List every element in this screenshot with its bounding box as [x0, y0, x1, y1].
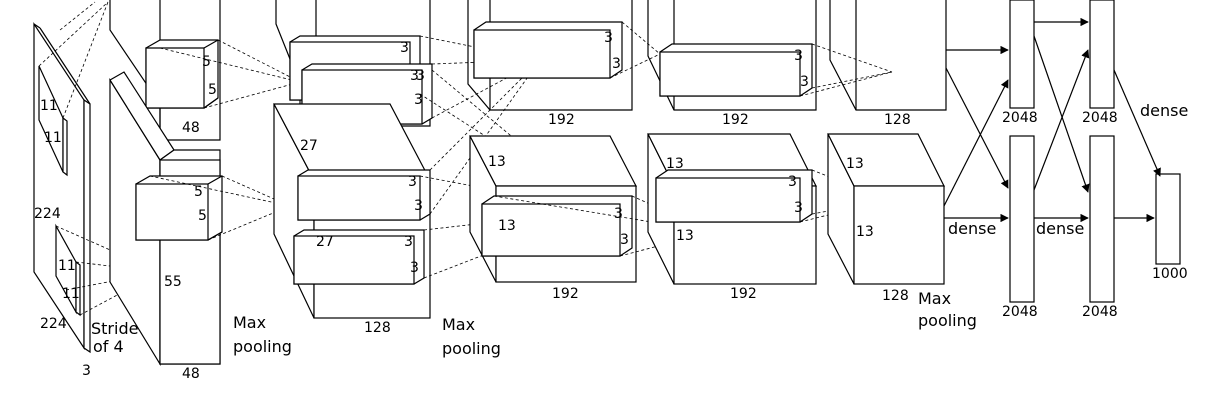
conv1-kernel-label: 5: [194, 184, 203, 200]
conv2-kernel-label: 3: [416, 68, 425, 84]
conv5-side-label: 13: [846, 156, 864, 172]
conv3-depth-top-label: 192: [548, 112, 575, 128]
kernel-size-label: 11: [40, 98, 58, 114]
fc6-to-fc7-arrows: [1033, 17, 1090, 223]
conv3-kernel-label: 3: [604, 30, 613, 46]
conv3-bottom-volume: [469, 135, 637, 283]
conv2-kernel-label: 3: [400, 40, 409, 56]
maxpool1-label: Max pooling: [233, 313, 292, 356]
conv4-kernel-label: 3: [800, 74, 809, 90]
conv2-kernel-label: 3: [410, 260, 419, 276]
conv3-side-label: 13: [498, 218, 516, 234]
conv5-bottom-volume: [827, 133, 945, 285]
conv4-side-label: 13: [666, 156, 684, 172]
conv4-bottom-volume: [647, 133, 817, 285]
kernel-size-label: 11: [58, 258, 76, 274]
fc7-top: [1089, 0, 1115, 109]
conv2-kernel-label: 3: [404, 234, 413, 250]
fc7-bottom-label: 2048: [1082, 304, 1118, 320]
conv2-kernel-label: 3: [410, 68, 419, 84]
conv1-depth-bottom-label: 48: [182, 366, 200, 382]
maxpool3-label: Max pooling: [918, 289, 977, 330]
conv5-depth-bottom-label: 128: [882, 288, 909, 304]
conv4-side-label: 13: [676, 228, 694, 244]
conv5-to-fc6-arrows: [943, 45, 1009, 223]
kernel-size-label: 11: [62, 286, 80, 302]
conv1-kernel-label: 5: [198, 208, 207, 224]
dense-label: dense: [948, 219, 996, 238]
dense-label: dense: [1036, 219, 1084, 238]
conv5-depth-top-label: 128: [884, 112, 911, 128]
conv2-side-label: 27: [316, 234, 334, 250]
conv3-kernel-label: 3: [620, 232, 629, 248]
conv4-depth-bottom-label: 192: [730, 286, 757, 302]
conv1-bottom-volume: [109, 71, 223, 367]
fc6-bottom: [1009, 135, 1035, 303]
conv2-kernel-label: 3: [414, 92, 423, 108]
conv1-depth-top-label: 48: [182, 120, 200, 136]
dense-label: dense: [1140, 101, 1188, 120]
fc6-top: [1009, 0, 1035, 109]
fc6-top-label: 2048: [1002, 110, 1038, 126]
conv3-depth-bottom-label: 192: [552, 286, 579, 302]
conv4-depth-top-label: 192: [722, 112, 749, 128]
conv1-kernel-label: 5: [208, 82, 217, 98]
conv5-top-volume: [829, 0, 947, 111]
conv4-kernel-label: 3: [788, 174, 797, 190]
fc6-bottom-label: 2048: [1002, 304, 1038, 320]
conv2-kernel-label: 3: [408, 174, 417, 190]
stride-label: Stride of 4: [91, 319, 144, 356]
fc7-top-label: 2048: [1082, 110, 1118, 126]
output-label: 1000: [1152, 266, 1188, 282]
input-volume: [33, 21, 91, 354]
input-width-label: 224: [40, 316, 67, 332]
kernel-size-label: 11: [44, 130, 62, 146]
conv5-side-label: 13: [856, 224, 874, 240]
conv4-kernel-label: 3: [794, 48, 803, 64]
conv4-kernel-label: 3: [794, 200, 803, 216]
conv2-bottom-volume: [273, 103, 431, 319]
conv1-side-label: 55: [164, 274, 182, 290]
conv3-kernel-label: 3: [614, 206, 623, 222]
conv2-kernel-label: 3: [414, 198, 423, 214]
conv3-kernel-label: 3: [612, 56, 621, 72]
conv2-depth-bottom-label: 128: [364, 320, 391, 336]
conv1-kernel-label: 5: [202, 54, 211, 70]
input-depth-label: 3: [82, 363, 91, 379]
fc7-bottom: [1089, 135, 1115, 303]
conv2-side-label: 27: [300, 138, 318, 154]
fc7-to-output-arrows: [1113, 69, 1161, 223]
output-layer: [1155, 173, 1181, 265]
conv4-top-volume: [647, 0, 817, 111]
maxpool2-label: Max pooling: [442, 315, 501, 358]
input-height-label: 224: [34, 206, 61, 222]
conv3-side-label: 13: [488, 154, 506, 170]
conv3-top-volume: [467, 0, 633, 111]
